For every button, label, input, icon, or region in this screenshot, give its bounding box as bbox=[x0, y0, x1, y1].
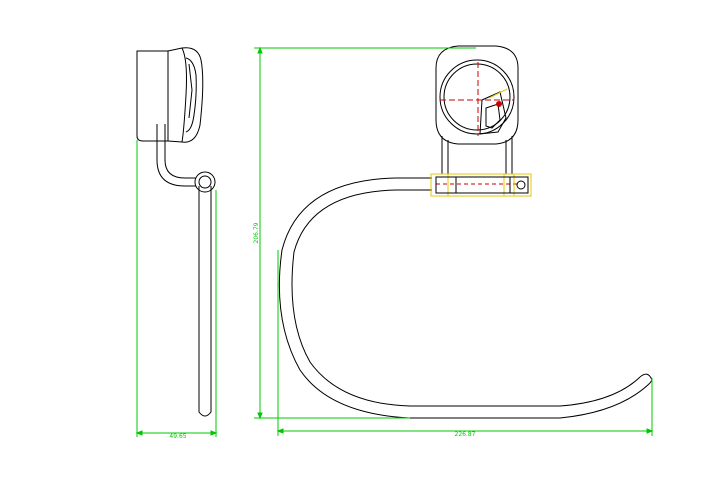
front-view-height-dimension bbox=[254, 46, 476, 420]
front-view-ring-inner bbox=[291, 189, 641, 407]
front-view-set-screw bbox=[479, 91, 507, 135]
side-view-wall-mount bbox=[136, 50, 169, 142]
front-view-mount-disc bbox=[439, 59, 515, 135]
side-view-ring-rod bbox=[198, 186, 212, 417]
set-screw-hole bbox=[496, 101, 502, 107]
side-view-arm bbox=[156, 124, 196, 187]
front-height-label: 206.79 bbox=[253, 222, 260, 243]
side-view-width-dimension bbox=[135, 140, 218, 437]
front-view-bracket bbox=[441, 136, 513, 175]
front-view-width-dimension bbox=[276, 250, 654, 436]
side-view-ring-hub bbox=[194, 171, 216, 193]
side-view bbox=[136, 47, 216, 417]
front-view-mount bbox=[435, 45, 519, 145]
side-width-label: 49.65 bbox=[169, 433, 186, 440]
front-view-end-cap bbox=[639, 373, 653, 384]
front-view bbox=[278, 45, 653, 419]
front-view-ring-outer bbox=[278, 177, 651, 419]
front-width-label: 226.87 bbox=[455, 431, 476, 438]
hidden-lines bbox=[436, 62, 520, 185]
connector-rod-highlight bbox=[430, 88, 532, 197]
connector-rod bbox=[435, 176, 529, 194]
side-view-cover bbox=[167, 47, 204, 143]
